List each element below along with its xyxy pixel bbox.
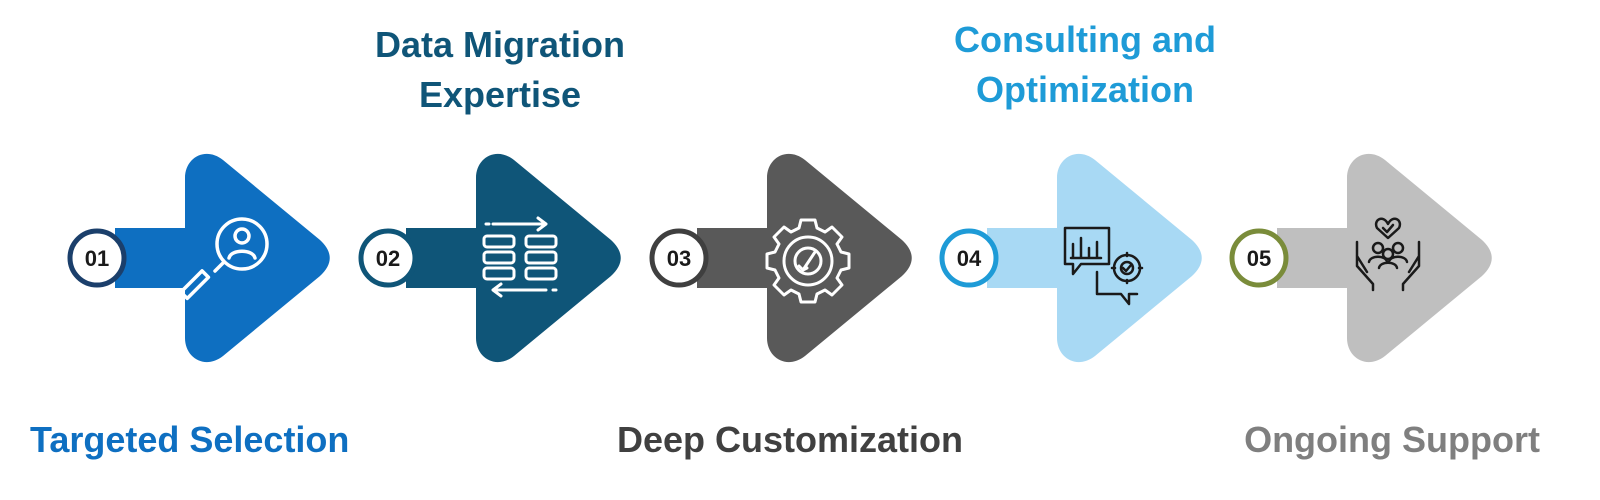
step-2: 02 xyxy=(358,153,621,363)
step-2-title: Data Migration Expertise xyxy=(330,20,670,120)
care-hands-people-icon xyxy=(1355,217,1421,292)
step-1-title: Targeted Selection xyxy=(30,419,350,460)
step-5-number-badge xyxy=(1229,228,1289,288)
step-3: 03 xyxy=(649,153,912,363)
step-3-title: Deep Customization xyxy=(616,419,964,460)
step-1-number-badge xyxy=(67,228,127,288)
step-1-number: 01 xyxy=(85,246,109,271)
magnifier-person-icon xyxy=(179,217,269,301)
step-3-number: 03 xyxy=(667,246,691,271)
gear-wrench-icon xyxy=(765,218,851,304)
step-2-number: 02 xyxy=(376,246,400,271)
step-5: 05 xyxy=(1229,153,1492,363)
step-4-title-line-2: Optimization xyxy=(976,69,1194,110)
step-3-arrow xyxy=(697,153,912,363)
step-3-number-badge xyxy=(649,228,709,288)
step-2-number-badge xyxy=(358,228,418,288)
step-4-title-line-1: Consulting and xyxy=(954,19,1216,60)
step-4: 04 xyxy=(939,153,1202,363)
data-transfer-icon xyxy=(482,216,558,298)
step-4-number: 04 xyxy=(957,246,982,271)
step-2-title-line-1: Data Migration xyxy=(374,24,625,65)
step-5-number: 05 xyxy=(1247,246,1271,271)
consulting-chart-gear-icon xyxy=(1063,226,1144,306)
step-5-title: Ongoing Support xyxy=(1244,419,1540,460)
step-1: 01 xyxy=(67,153,330,363)
step-2-title-line-2: Expertise xyxy=(418,74,582,115)
step-4-title: Consulting and Optimization xyxy=(920,15,1250,115)
step-4-number-badge xyxy=(939,228,999,288)
